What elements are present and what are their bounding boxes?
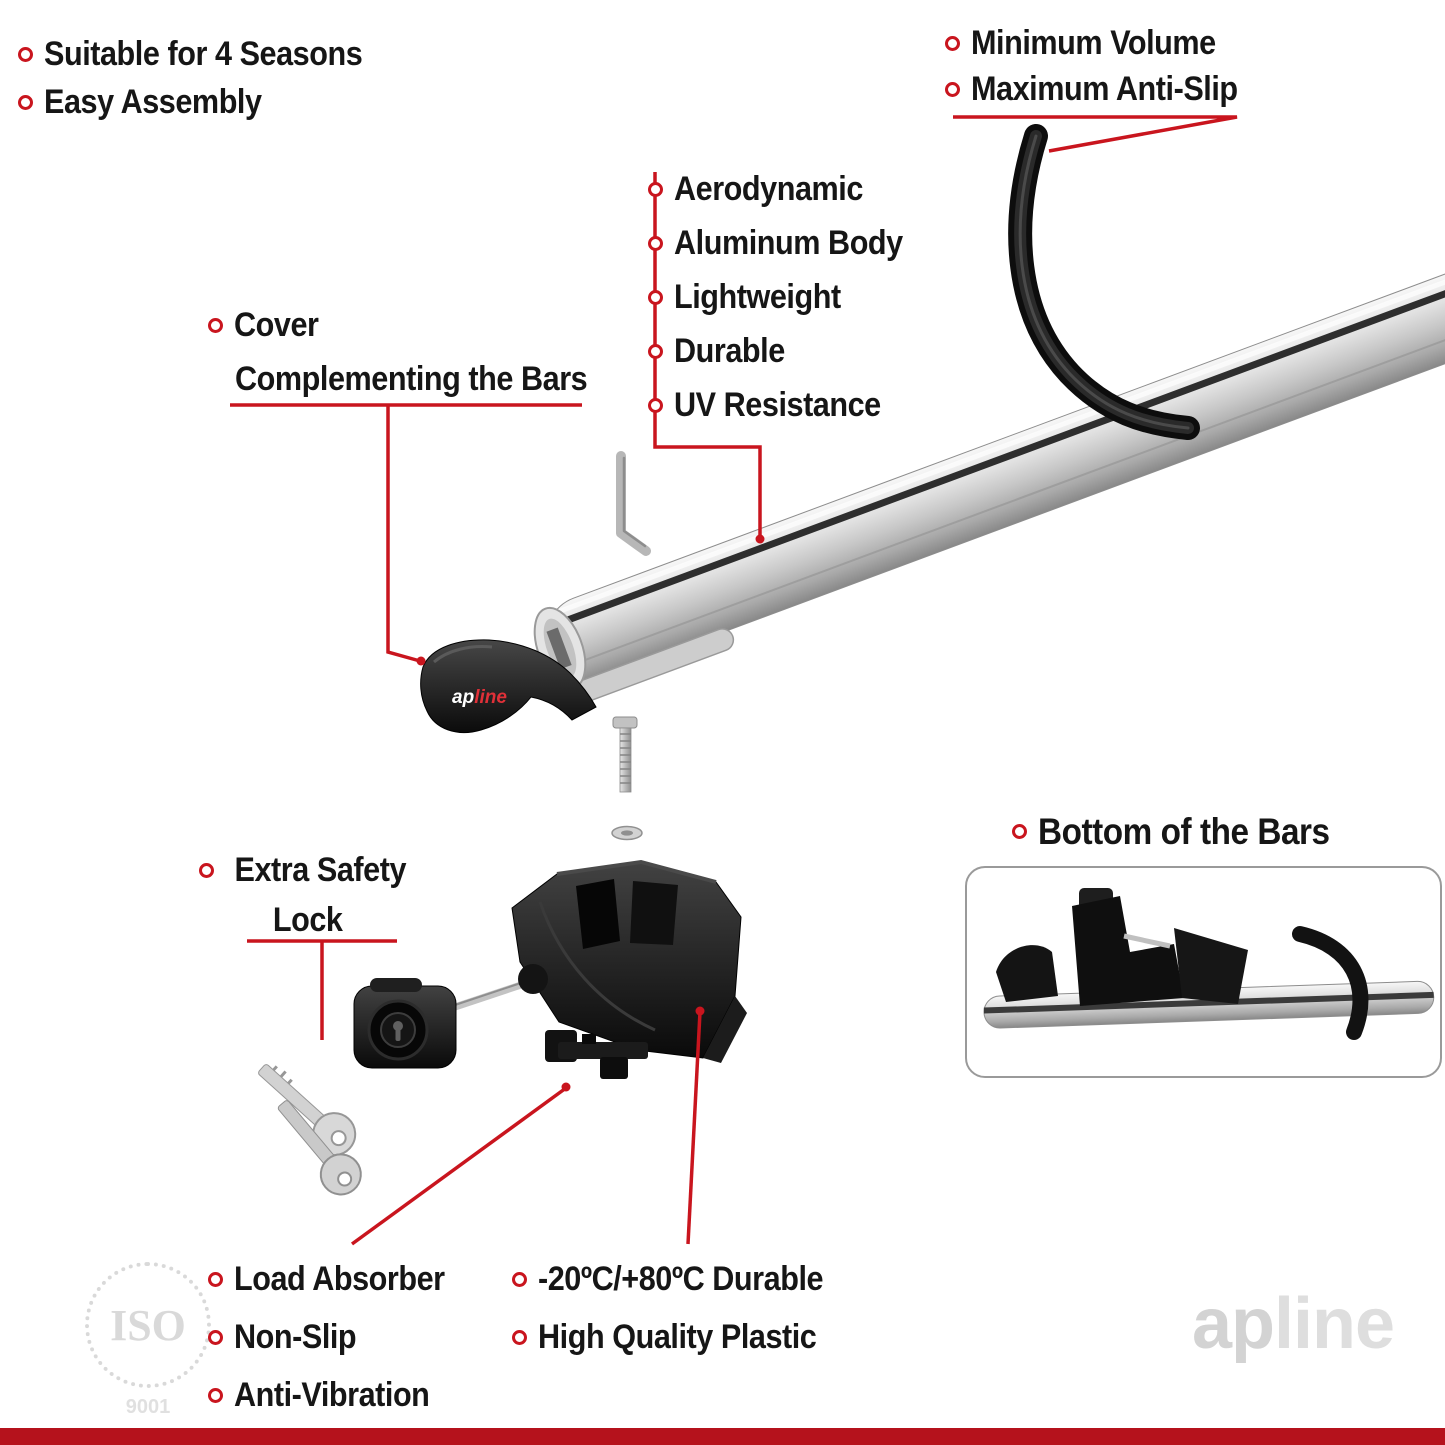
bullet-icon bbox=[945, 81, 960, 97]
iso-ring: ISO bbox=[85, 1262, 211, 1388]
load-absorber-clamp-image bbox=[545, 1030, 648, 1079]
lock-image bbox=[353, 964, 548, 1069]
feature-label: Minimum Volume bbox=[971, 24, 1216, 62]
callout-label: Extra Safety bbox=[234, 851, 407, 889]
feature-label: Aerodynamic bbox=[674, 170, 863, 208]
list-item: Easy Assembly bbox=[18, 78, 398, 126]
feature-label: Load Absorber bbox=[234, 1260, 445, 1298]
lock-callout: Extra Safety Lock bbox=[199, 845, 415, 945]
list-item: Non-Slip bbox=[208, 1308, 468, 1366]
durable-callout-line bbox=[686, 1011, 702, 1245]
list-item: Minimum Volume bbox=[945, 20, 1267, 66]
bullet-icon bbox=[208, 317, 223, 333]
list-item: Maximum Anti-Slip bbox=[945, 66, 1267, 112]
bullet-icon bbox=[199, 862, 215, 878]
cover-brand-logo: apline bbox=[452, 687, 507, 708]
list-item: -20ºC/+80ºC Durable bbox=[512, 1250, 855, 1308]
list-item: Durable bbox=[648, 324, 928, 378]
bullet-icon bbox=[208, 1271, 223, 1287]
cover-image: apline bbox=[420, 639, 597, 733]
top-left-feature-list: Suitable for 4 Seasons Easy Assembly bbox=[18, 30, 398, 126]
list-item: UV Resistance bbox=[648, 378, 928, 432]
list-item: Lightweight bbox=[648, 270, 928, 324]
keys-image bbox=[258, 1064, 362, 1196]
callout-line2: Lock bbox=[200, 895, 415, 945]
iso-number: 9001 bbox=[125, 1396, 171, 1418]
bolt-image bbox=[612, 716, 638, 793]
feature-label: Suitable for 4 Seasons bbox=[44, 35, 363, 73]
callout-lines bbox=[230, 115, 1238, 1246]
feature-label: -20ºC/+80ºC Durable bbox=[538, 1260, 824, 1298]
callout-line1: Cover bbox=[208, 298, 626, 352]
allen-key-image bbox=[616, 451, 651, 556]
list-item: Aluminum Body bbox=[648, 216, 928, 270]
feature-label: Non-Slip bbox=[234, 1318, 357, 1356]
cover-callout: Cover Complementing the Bars bbox=[208, 298, 626, 406]
brand-part1: ap bbox=[1192, 1284, 1275, 1364]
section-title: Bottom of the Bars bbox=[1038, 810, 1330, 852]
callout-label: Lock bbox=[272, 901, 343, 939]
foot-feature-list: Load Absorber Non-Slip Anti-Vibration bbox=[208, 1250, 468, 1424]
bullet-icon bbox=[648, 181, 663, 197]
feature-label: UV Resistance bbox=[674, 386, 881, 424]
callout-line2: Complementing the Bars bbox=[208, 352, 626, 406]
bullet-icon bbox=[648, 235, 663, 251]
brand-part2: line bbox=[1274, 1284, 1395, 1364]
bullet-icon bbox=[648, 289, 663, 305]
list-item: High Quality Plastic bbox=[512, 1308, 855, 1366]
bar-feature-list: Aerodynamic Aluminum Body Lightweight Du… bbox=[648, 162, 928, 432]
list-item: Suitable for 4 Seasons bbox=[18, 30, 398, 78]
iso-certification-watermark: ISO 9001 bbox=[78, 1262, 218, 1419]
bullet-icon bbox=[512, 1329, 527, 1345]
bottom-view-title: Bottom of the Bars bbox=[1012, 806, 1362, 856]
callout-dots bbox=[416, 534, 765, 1092]
load-absorber-callout-line bbox=[350, 1086, 568, 1246]
feature-label: High Quality Plastic bbox=[538, 1318, 817, 1356]
bullet-icon bbox=[945, 35, 960, 51]
strip-feature-list: Minimum Volume Maximum Anti-Slip bbox=[945, 20, 1267, 112]
bullet-icon bbox=[208, 1387, 223, 1403]
bullet-icon bbox=[18, 94, 33, 110]
list-item: Load Absorber bbox=[208, 1250, 468, 1308]
feature-label: Anti-Vibration bbox=[234, 1376, 430, 1414]
bullet-icon bbox=[648, 397, 663, 413]
bar-callout-line bbox=[653, 172, 762, 537]
foot-bracket-image bbox=[511, 859, 747, 1063]
brand-logo-watermark: apline bbox=[1192, 1288, 1395, 1360]
strip-callout-line bbox=[953, 115, 1238, 153]
feature-label: Lightweight bbox=[674, 278, 841, 316]
bullet-icon bbox=[208, 1329, 223, 1345]
washer-image bbox=[611, 825, 643, 841]
iso-label: ISO bbox=[110, 1300, 186, 1350]
feature-label: Durable bbox=[674, 332, 785, 370]
material-feature-list: -20ºC/+80ºC Durable High Quality Plastic bbox=[512, 1250, 855, 1366]
feature-label: Aluminum Body bbox=[674, 224, 903, 262]
bottom-view-image bbox=[983, 888, 1435, 1040]
bottom-view-frame bbox=[965, 866, 1442, 1078]
feature-label: Easy Assembly bbox=[44, 83, 262, 121]
bullet-icon bbox=[512, 1271, 527, 1287]
footer-accent-bar bbox=[0, 1428, 1445, 1445]
bullet-icon bbox=[18, 46, 33, 62]
list-item: Aerodynamic bbox=[648, 162, 928, 216]
feature-label: Maximum Anti-Slip bbox=[971, 70, 1238, 108]
callout-label: Complementing the Bars bbox=[235, 360, 588, 398]
bullet-icon bbox=[648, 343, 663, 359]
bullet-icon bbox=[1012, 823, 1027, 839]
list-item: Anti-Vibration bbox=[208, 1366, 468, 1424]
cover-callout-line bbox=[386, 405, 421, 663]
callout-line1: Extra Safety bbox=[199, 845, 415, 895]
roof-bar-image bbox=[533, 213, 1445, 704]
rubber-strip-image bbox=[1008, 124, 1200, 440]
callout-label: Cover bbox=[234, 306, 319, 344]
